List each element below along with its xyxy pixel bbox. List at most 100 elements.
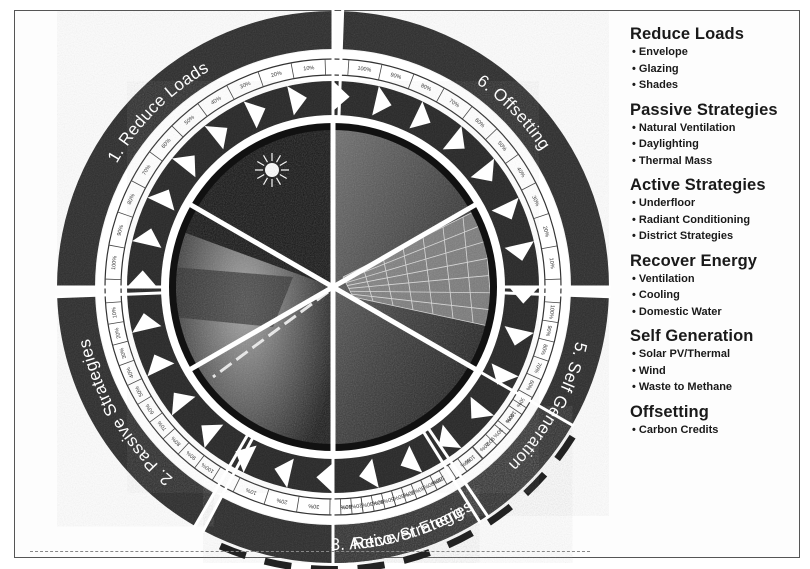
legend-section: Recover EnergyVentilationCoolingDomestic… <box>630 251 806 321</box>
legend-item: Envelope <box>630 44 806 61</box>
chevron-arrow <box>235 445 257 473</box>
scale-tick-label: 40% <box>372 498 384 506</box>
legend: Reduce LoadsEnvelopeGlazingShadesPassive… <box>630 24 806 444</box>
chevron-arrow <box>491 363 519 385</box>
scale-tick-label: 70% <box>532 361 542 374</box>
scale-tick-label: 10% <box>303 65 315 72</box>
bottom-rule <box>30 551 590 552</box>
scale-tick-label: 30% <box>361 500 373 508</box>
chevron-arrow <box>171 155 196 178</box>
chevron-arrow <box>201 424 224 449</box>
legend-item: Daylighting <box>630 136 806 153</box>
scale-tick-label: 100% <box>111 255 119 270</box>
legend-section: Passive StrategiesNatural VentilationDay… <box>630 100 806 170</box>
chevron-arrow <box>274 458 294 488</box>
spokes <box>184 117 482 457</box>
scale-tick-label: 20% <box>276 496 288 504</box>
scale-tick-label: 90% <box>117 224 126 236</box>
scale-tick-label: 60% <box>161 138 173 150</box>
chevron-arrow <box>504 241 534 261</box>
legend-heading: Self Generation <box>630 327 754 345</box>
scale-tick-label: 100% <box>357 66 372 74</box>
scale-tick-label: 60% <box>473 117 485 129</box>
scale-tick-label: 40% <box>340 503 351 510</box>
scale-tick-label: 50% <box>382 495 394 504</box>
scale-tick-label: 70% <box>157 419 169 431</box>
scale-tick-label: 80% <box>420 83 433 93</box>
scale-tick-label: 70% <box>432 474 445 485</box>
chevron-arrow <box>132 228 162 248</box>
legend-section: OffsettingCarbon Credits <box>630 402 806 439</box>
scale-tick-label: 20% <box>270 70 282 79</box>
scale-tick-label: 30% <box>239 81 252 91</box>
segment-bands <box>57 11 609 564</box>
scale-tick-label: 40% <box>504 411 515 424</box>
scale-tick-label: 10% <box>340 503 351 510</box>
scale-tick-label: 50% <box>184 115 196 127</box>
scale-tick-label: 50% <box>515 395 526 408</box>
scale-tick-label: 40% <box>515 166 526 179</box>
chevron-arrow <box>147 189 175 211</box>
legend-item: Solar PV/Thermal <box>630 346 806 363</box>
scale-tick-label: 70% <box>448 98 461 109</box>
dashed-tail <box>218 434 576 569</box>
chevron-arrow <box>147 354 175 377</box>
legend-section: Self GenerationSolar PV/ThermalWindWaste… <box>630 326 806 396</box>
scale-tick-label: 90% <box>390 72 402 81</box>
legend-item: Waste to Methane <box>630 379 806 396</box>
scale-tick-label: 30% <box>530 195 540 208</box>
scale-tick-label: 90% <box>544 325 552 337</box>
scale-tick-label: 10% <box>111 307 118 319</box>
chevron-arrow <box>509 287 539 304</box>
scale-tick-label: 50% <box>134 385 145 398</box>
scale-tick-label: 90% <box>185 449 197 461</box>
scale-tick-label: 60% <box>145 402 156 415</box>
legend-item: Underfloor <box>630 195 806 212</box>
legend-item: District Strategies <box>630 228 806 245</box>
chevron-arrow <box>491 197 519 220</box>
chevron-arrow <box>438 424 462 449</box>
scale-tick-label: 90% <box>422 480 435 490</box>
chevron-arrow <box>316 463 333 493</box>
scale-tick-label: 20% <box>541 226 550 238</box>
legend-heading: Offsetting <box>630 402 709 421</box>
scale-tick-label: 10% <box>245 486 258 496</box>
legend-item: Domestic Water <box>630 304 806 321</box>
scale-tick-label: 80% <box>412 484 425 494</box>
scale-tick-label: 10% <box>548 257 555 269</box>
chevron-arrow <box>359 458 379 488</box>
legend-item: Ventilation <box>630 271 806 288</box>
legend-heading: Recover Energy <box>630 251 758 270</box>
scale-tick-label: 80% <box>127 193 137 206</box>
legend-section: Reduce LoadsEnvelopeGlazingShades <box>630 24 806 94</box>
chevron-arrow <box>400 445 423 473</box>
chevron-arrow <box>470 158 495 182</box>
chevron-arrow <box>333 81 350 111</box>
legend-item: Natural Ventilation <box>630 120 806 137</box>
scale-tick-label: 80% <box>539 343 548 355</box>
scale-tick-label: 70% <box>403 488 416 497</box>
scale-tick-label: 50% <box>372 498 384 506</box>
scale-tick-label: 30% <box>491 426 503 438</box>
legend-item: Cooling <box>630 287 806 304</box>
scale-tick-label: 20% <box>351 502 363 509</box>
legend-heading: Active Strategies <box>630 176 766 194</box>
scale-tick-label: 60% <box>392 492 404 501</box>
scale-tick-label: 10% <box>463 453 475 465</box>
legend-item: Shades <box>630 77 806 94</box>
chevron-arrow <box>442 125 465 150</box>
scale-tick-label: 30% <box>119 347 128 359</box>
legend-item: Radiant Conditioning <box>630 212 806 229</box>
scale-tick-label: 20% <box>114 327 122 339</box>
chevron-arrow <box>171 392 196 416</box>
scale-tick-label: 40% <box>210 95 223 106</box>
scale-tick-label: 60% <box>524 379 534 392</box>
legend-heading: Passive Strategies <box>630 100 778 119</box>
scale-tick-label: 50% <box>496 140 508 152</box>
legend-item: Wind <box>630 363 806 380</box>
chevron-arrow <box>243 101 266 129</box>
legend-item: Carbon Credits <box>630 422 806 439</box>
scale-tick-label: 60% <box>403 488 416 497</box>
scale-tick-label: 40% <box>126 366 136 379</box>
